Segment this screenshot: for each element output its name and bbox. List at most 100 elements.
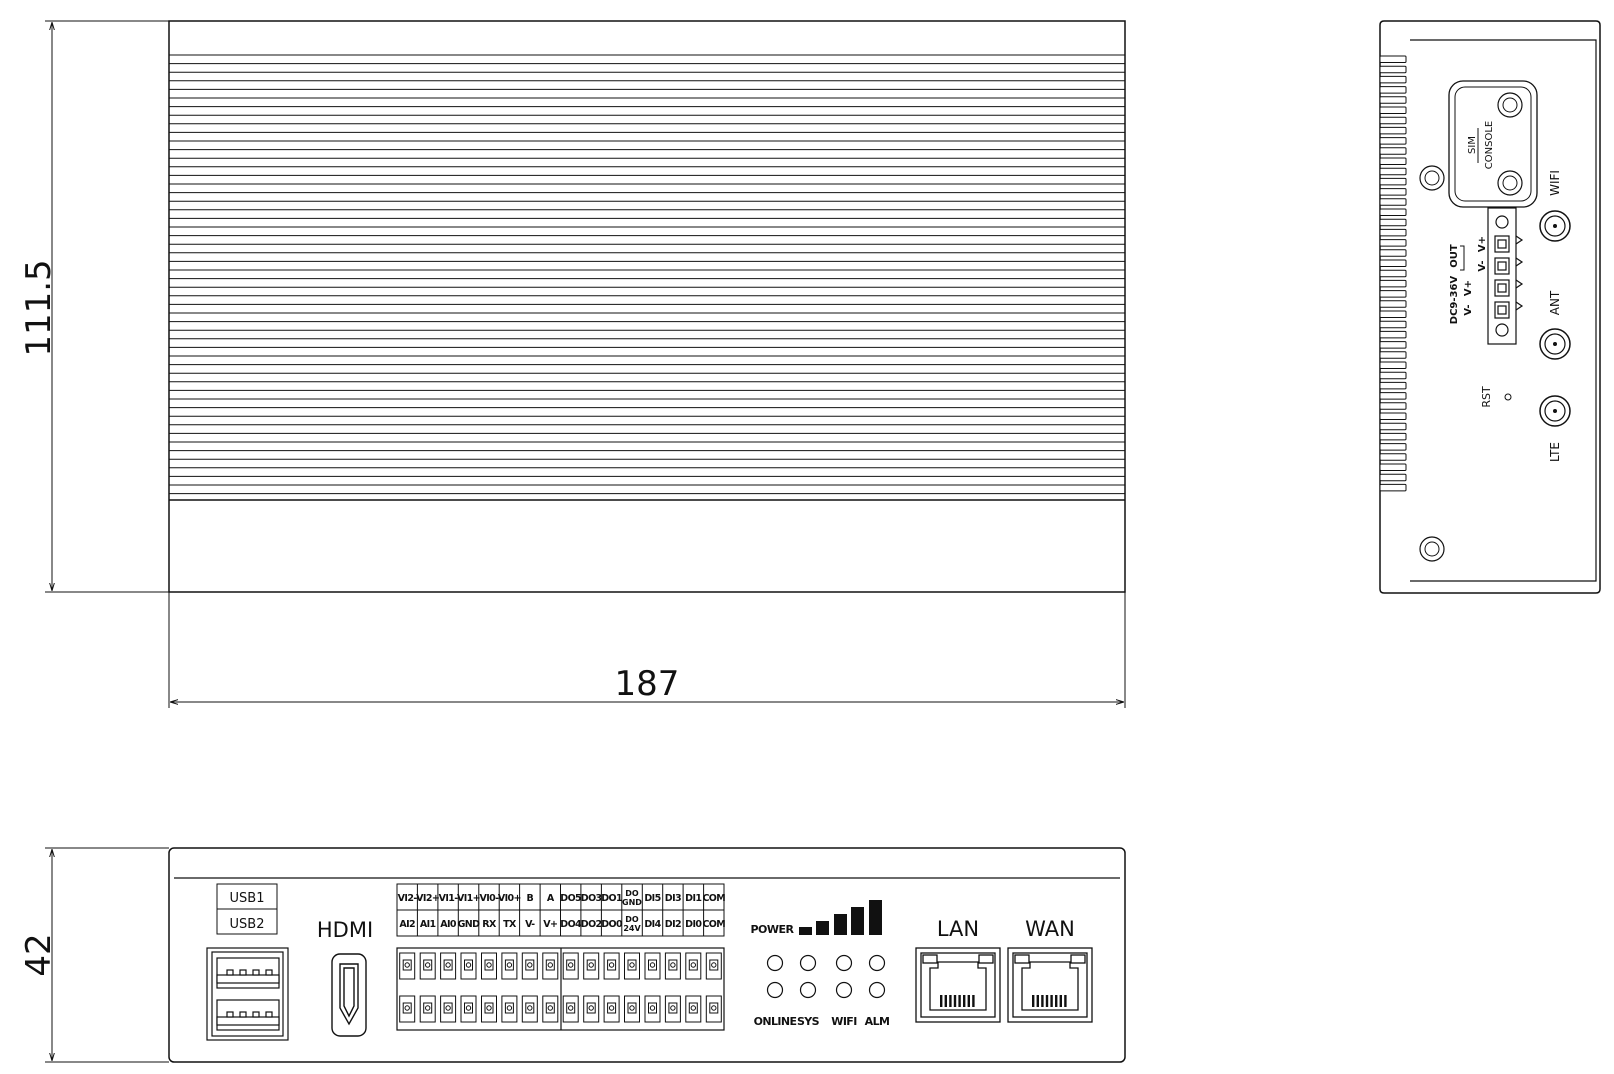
led-label: WIFI — [831, 1015, 857, 1028]
power-in-v-minus: V- — [1463, 304, 1474, 315]
terminal-label: DI1 — [685, 893, 701, 904]
terminal-pin[interactable] — [583, 952, 600, 980]
lan-label: LAN — [937, 917, 979, 941]
led-sys: SYS — [797, 954, 820, 1028]
power-out-v-minus: V- — [1477, 260, 1488, 271]
terminal-pin[interactable] — [440, 995, 457, 1023]
terminal-label: VI0- — [479, 893, 499, 904]
terminal-label: VI2- — [398, 893, 418, 904]
terminal-label: DO — [625, 915, 639, 924]
terminal-pin[interactable] — [440, 952, 457, 980]
usb-ports[interactable] — [206, 947, 289, 1041]
lan-port[interactable] — [915, 947, 1001, 1023]
led-label: SYS — [797, 1015, 820, 1028]
terminal-pin[interactable] — [624, 995, 640, 1023]
led-label: ONLINE — [754, 1015, 797, 1028]
terminal-pin[interactable] — [644, 952, 661, 980]
terminal-label: AI2 — [399, 919, 415, 930]
terminal-label: DO3 — [581, 893, 602, 904]
terminal-pin[interactable] — [501, 952, 518, 980]
led-label: ALM — [865, 1015, 890, 1028]
height-dimension-label: 111.5 — [19, 259, 59, 356]
terminal-label: DI5 — [644, 893, 660, 904]
terminal-label: DI2 — [665, 919, 681, 930]
dc-range-label: DC9-36V — [1449, 276, 1460, 325]
front-height-dimension — [45, 847, 169, 1063]
wan-label: WAN — [1025, 917, 1075, 941]
hdmi-port[interactable] — [331, 953, 367, 1037]
terminal-pin[interactable] — [562, 995, 579, 1023]
terminal-pin[interactable] — [562, 952, 579, 980]
top-view — [168, 20, 1126, 593]
width-dimension — [168, 592, 1126, 708]
ant-antenna-connector — [1539, 328, 1571, 360]
terminal-pin[interactable] — [460, 952, 477, 980]
lte-antenna-connector — [1539, 395, 1571, 427]
height-dimension — [45, 20, 169, 593]
usb2-label: USB2 — [230, 917, 265, 932]
terminal-label: COM — [702, 919, 725, 930]
terminal-pin[interactable] — [501, 995, 518, 1023]
terminal-label: TX — [503, 919, 517, 930]
terminal-label: GND — [622, 898, 642, 907]
terminal-pin[interactable] — [419, 952, 436, 980]
terminal-label: V- — [525, 919, 535, 930]
terminal-label: DO4 — [560, 919, 582, 930]
side-fins — [1379, 55, 1407, 492]
mount-screw-lower — [1419, 536, 1445, 562]
power-out-v-plus: V+ — [1477, 236, 1488, 252]
terminal-label: DI3 — [665, 893, 681, 904]
console-label: CONSOLE — [1484, 121, 1495, 169]
terminal-pin[interactable] — [603, 952, 620, 980]
led-alm: ALM — [865, 954, 890, 1028]
terminal-pin[interactable] — [481, 952, 497, 980]
terminal-label: VI2+ — [416, 893, 439, 904]
power-terminal-block — [1487, 207, 1524, 345]
terminal-pin[interactable] — [542, 995, 559, 1023]
terminal-pin[interactable] — [705, 995, 722, 1023]
terminal-pin[interactable] — [481, 995, 497, 1023]
mount-screw-upper — [1419, 165, 1445, 191]
terminal-pin[interactable] — [399, 995, 416, 1023]
front-height-label: 42 — [19, 933, 59, 976]
terminal-pin[interactable] — [399, 952, 416, 980]
terminal-pin[interactable] — [521, 995, 538, 1023]
power-label: POWER — [750, 923, 794, 936]
terminal-label: VI1+ — [457, 893, 480, 904]
reset-button[interactable] — [1504, 393, 1512, 401]
terminal-pin[interactable] — [521, 952, 538, 980]
terminal-pin[interactable] — [664, 995, 681, 1023]
terminal-label: VI1- — [439, 893, 459, 904]
terminal-pin[interactable] — [685, 995, 702, 1023]
wan-port[interactable] — [1007, 947, 1093, 1023]
lte-label: LTE — [1548, 442, 1562, 462]
width-dimension-label: 187 — [615, 664, 680, 704]
ant-label: ANT — [1548, 290, 1562, 315]
terminal-pin[interactable] — [705, 952, 722, 980]
cover-screw-bottom — [1497, 170, 1523, 196]
terminal-label: 24V — [623, 924, 641, 933]
power-in-v-plus: V+ — [1463, 280, 1474, 296]
terminal-label: B — [526, 893, 533, 904]
terminal-pin[interactable] — [419, 995, 436, 1023]
terminal-label: RX — [482, 919, 497, 930]
terminal-pin[interactable] — [664, 952, 681, 980]
terminal-label: AI0 — [440, 919, 457, 930]
terminal-pin[interactable] — [583, 995, 600, 1023]
wifi-label: WIFI — [1548, 170, 1562, 196]
terminal-label: DO0 — [601, 919, 623, 930]
signal-strength-bars — [799, 900, 882, 935]
terminal-pin[interactable] — [644, 995, 661, 1023]
terminal-label: COM — [702, 893, 725, 904]
terminal-pin[interactable] — [685, 952, 702, 980]
terminal-label: DI0 — [685, 919, 702, 930]
terminal-label: GND — [458, 919, 481, 930]
terminal-pin[interactable] — [460, 995, 477, 1023]
terminal-pin[interactable] — [542, 952, 559, 980]
terminal-pin[interactable] — [603, 995, 620, 1023]
terminal-pin[interactable] — [624, 952, 640, 980]
sim-console-cover — [1448, 80, 1538, 208]
terminal-label: VI0+ — [498, 893, 521, 904]
